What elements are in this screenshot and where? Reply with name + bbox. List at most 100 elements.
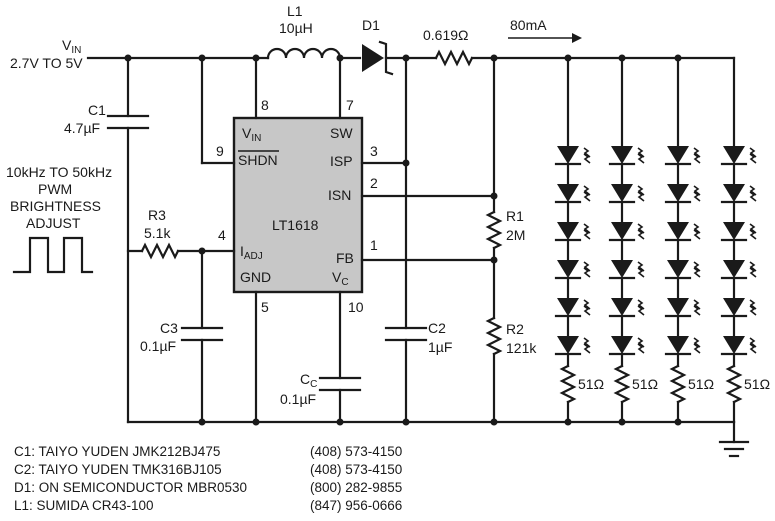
led-2-5 <box>608 298 645 318</box>
pin-10-num: 10 <box>348 299 364 315</box>
bom-phone-3: (800) 282-9855 <box>310 480 402 495</box>
vin-label: VIN <box>62 37 81 56</box>
led-string-4: 51Ω <box>720 56 770 424</box>
pwm-waveform <box>12 236 94 274</box>
ground-rail <box>126 418 736 426</box>
bom-phone-1: (408) 573-4150 <box>310 444 402 459</box>
vin-rail <box>86 54 270 62</box>
led-1-1 <box>554 146 591 166</box>
bom-phone-2: (408) 573-4150 <box>310 462 402 477</box>
ic-lt1618 <box>232 116 364 294</box>
led-4-2 <box>720 184 757 204</box>
sense-resistor <box>434 49 736 67</box>
capacitor-c2 <box>384 56 428 424</box>
bom-table: C1: TAIYO YUDEN JMK212BJ475 (408) 573-41… <box>14 444 402 513</box>
bom-part-3: D1: ON SEMICONDUCTOR MBR0530 <box>14 480 247 495</box>
c2-ref: C2 <box>428 320 446 336</box>
pin-9-num: 9 <box>216 143 224 159</box>
bom-phone-4: (847) 956-0666 <box>310 498 402 513</box>
capacitor-c1 <box>106 56 150 424</box>
pin-shdn-label: SHDN <box>238 152 278 168</box>
pin-5-num: 5 <box>261 299 269 315</box>
bom-part-4: L1: SUMIDA CR43-100 <box>14 498 154 513</box>
pin-2-num: 2 <box>370 175 378 191</box>
pin-7-num: 7 <box>346 97 354 113</box>
pwm-line-4: ADJUST <box>26 215 81 231</box>
pin-gnd-label: GND <box>240 269 271 285</box>
led-3-4 <box>664 260 701 280</box>
led-1-4 <box>554 260 591 280</box>
led-3-1 <box>664 146 701 166</box>
c2-value: 1µF <box>428 339 452 355</box>
c1-value: 4.7µF <box>64 120 100 136</box>
ic-name: LT1618 <box>272 217 319 233</box>
r1-value: 2M <box>506 227 525 243</box>
l1-value: 10µH <box>279 20 313 36</box>
pwm-line-3: BRIGHTNESS <box>10 198 101 214</box>
capacitor-cc <box>318 376 362 424</box>
pin-iadj-label: IADJ <box>240 243 263 262</box>
rsense-value: 0.619Ω <box>423 27 469 43</box>
led-1-5 <box>554 298 591 318</box>
led-4-3 <box>720 222 757 242</box>
pwm-line-2: PWM <box>38 181 72 197</box>
current-label: 80mA <box>510 17 547 33</box>
led-1-6 <box>554 336 591 356</box>
led-3-2 <box>664 184 701 204</box>
pin-1-num: 1 <box>370 237 378 253</box>
c3-ref: C3 <box>160 320 178 336</box>
c1-ref: C1 <box>88 102 106 118</box>
led-3-3 <box>664 222 701 242</box>
led-2-6 <box>608 336 645 356</box>
cc-ref: CC <box>300 371 317 390</box>
pin-8-num: 8 <box>261 97 269 113</box>
led-3-6 <box>664 336 701 356</box>
diode-d1 <box>362 40 438 76</box>
led-4-1 <box>720 146 757 166</box>
led-4-6 <box>720 336 757 356</box>
led-resistor-value-2: 51Ω <box>632 376 658 392</box>
ground-icon <box>718 420 750 458</box>
c3-value: 0.1µF <box>140 338 176 354</box>
current-arrow <box>508 33 582 43</box>
cc-value: 0.1µF <box>280 391 316 407</box>
pin-vin-label: VIN <box>242 125 261 144</box>
led-resistor-value-1: 51Ω <box>578 376 604 392</box>
led-2-2 <box>608 184 645 204</box>
r2-ref: R2 <box>506 321 524 337</box>
led-resistor-3 <box>669 364 687 404</box>
led-3-5 <box>664 298 701 318</box>
r3-ref: R3 <box>148 207 166 223</box>
capacitor-c3 <box>180 249 224 424</box>
l1-ref: L1 <box>287 3 303 19</box>
pin-sw-label: SW <box>330 125 353 141</box>
r1-ref: R1 <box>506 208 524 224</box>
led-2-1 <box>608 146 645 166</box>
inductor-l1 <box>266 47 362 62</box>
led-resistor-value-3: 51Ω <box>688 376 714 392</box>
led-string-3: 51Ω <box>664 56 714 424</box>
pin-fb-label: FB <box>336 250 354 266</box>
led-2-4 <box>608 260 645 280</box>
led-1-2 <box>554 184 591 204</box>
pin-3-num: 3 <box>370 143 378 159</box>
pin-isp-label: ISP <box>330 153 353 169</box>
resistor-r3 <box>126 242 236 260</box>
led-strings: 51Ω 51Ω 51Ω 51Ω <box>554 56 770 424</box>
resistor-r2 <box>485 316 503 424</box>
pin-isn-label: ISN <box>328 187 351 203</box>
led-resistor-2 <box>613 364 631 404</box>
r3-value: 5.1k <box>144 225 171 241</box>
bom-part-2: C2: TAIYO YUDEN TMK316BJ105 <box>14 462 222 477</box>
bom-part-1: C1: TAIYO YUDEN JMK212BJ475 <box>14 444 220 459</box>
r2-value: 121k <box>506 340 537 356</box>
pin-vc-label: VC <box>332 269 349 288</box>
led-resistor-1 <box>559 364 577 404</box>
resistor-r1 <box>485 56 503 320</box>
led-4-4 <box>720 260 757 280</box>
pwm-line-1: 10kHz TO 50kHz <box>6 164 112 180</box>
led-2-3 <box>608 222 645 242</box>
d1-ref: D1 <box>362 17 380 33</box>
led-resistor-4 <box>725 364 743 404</box>
